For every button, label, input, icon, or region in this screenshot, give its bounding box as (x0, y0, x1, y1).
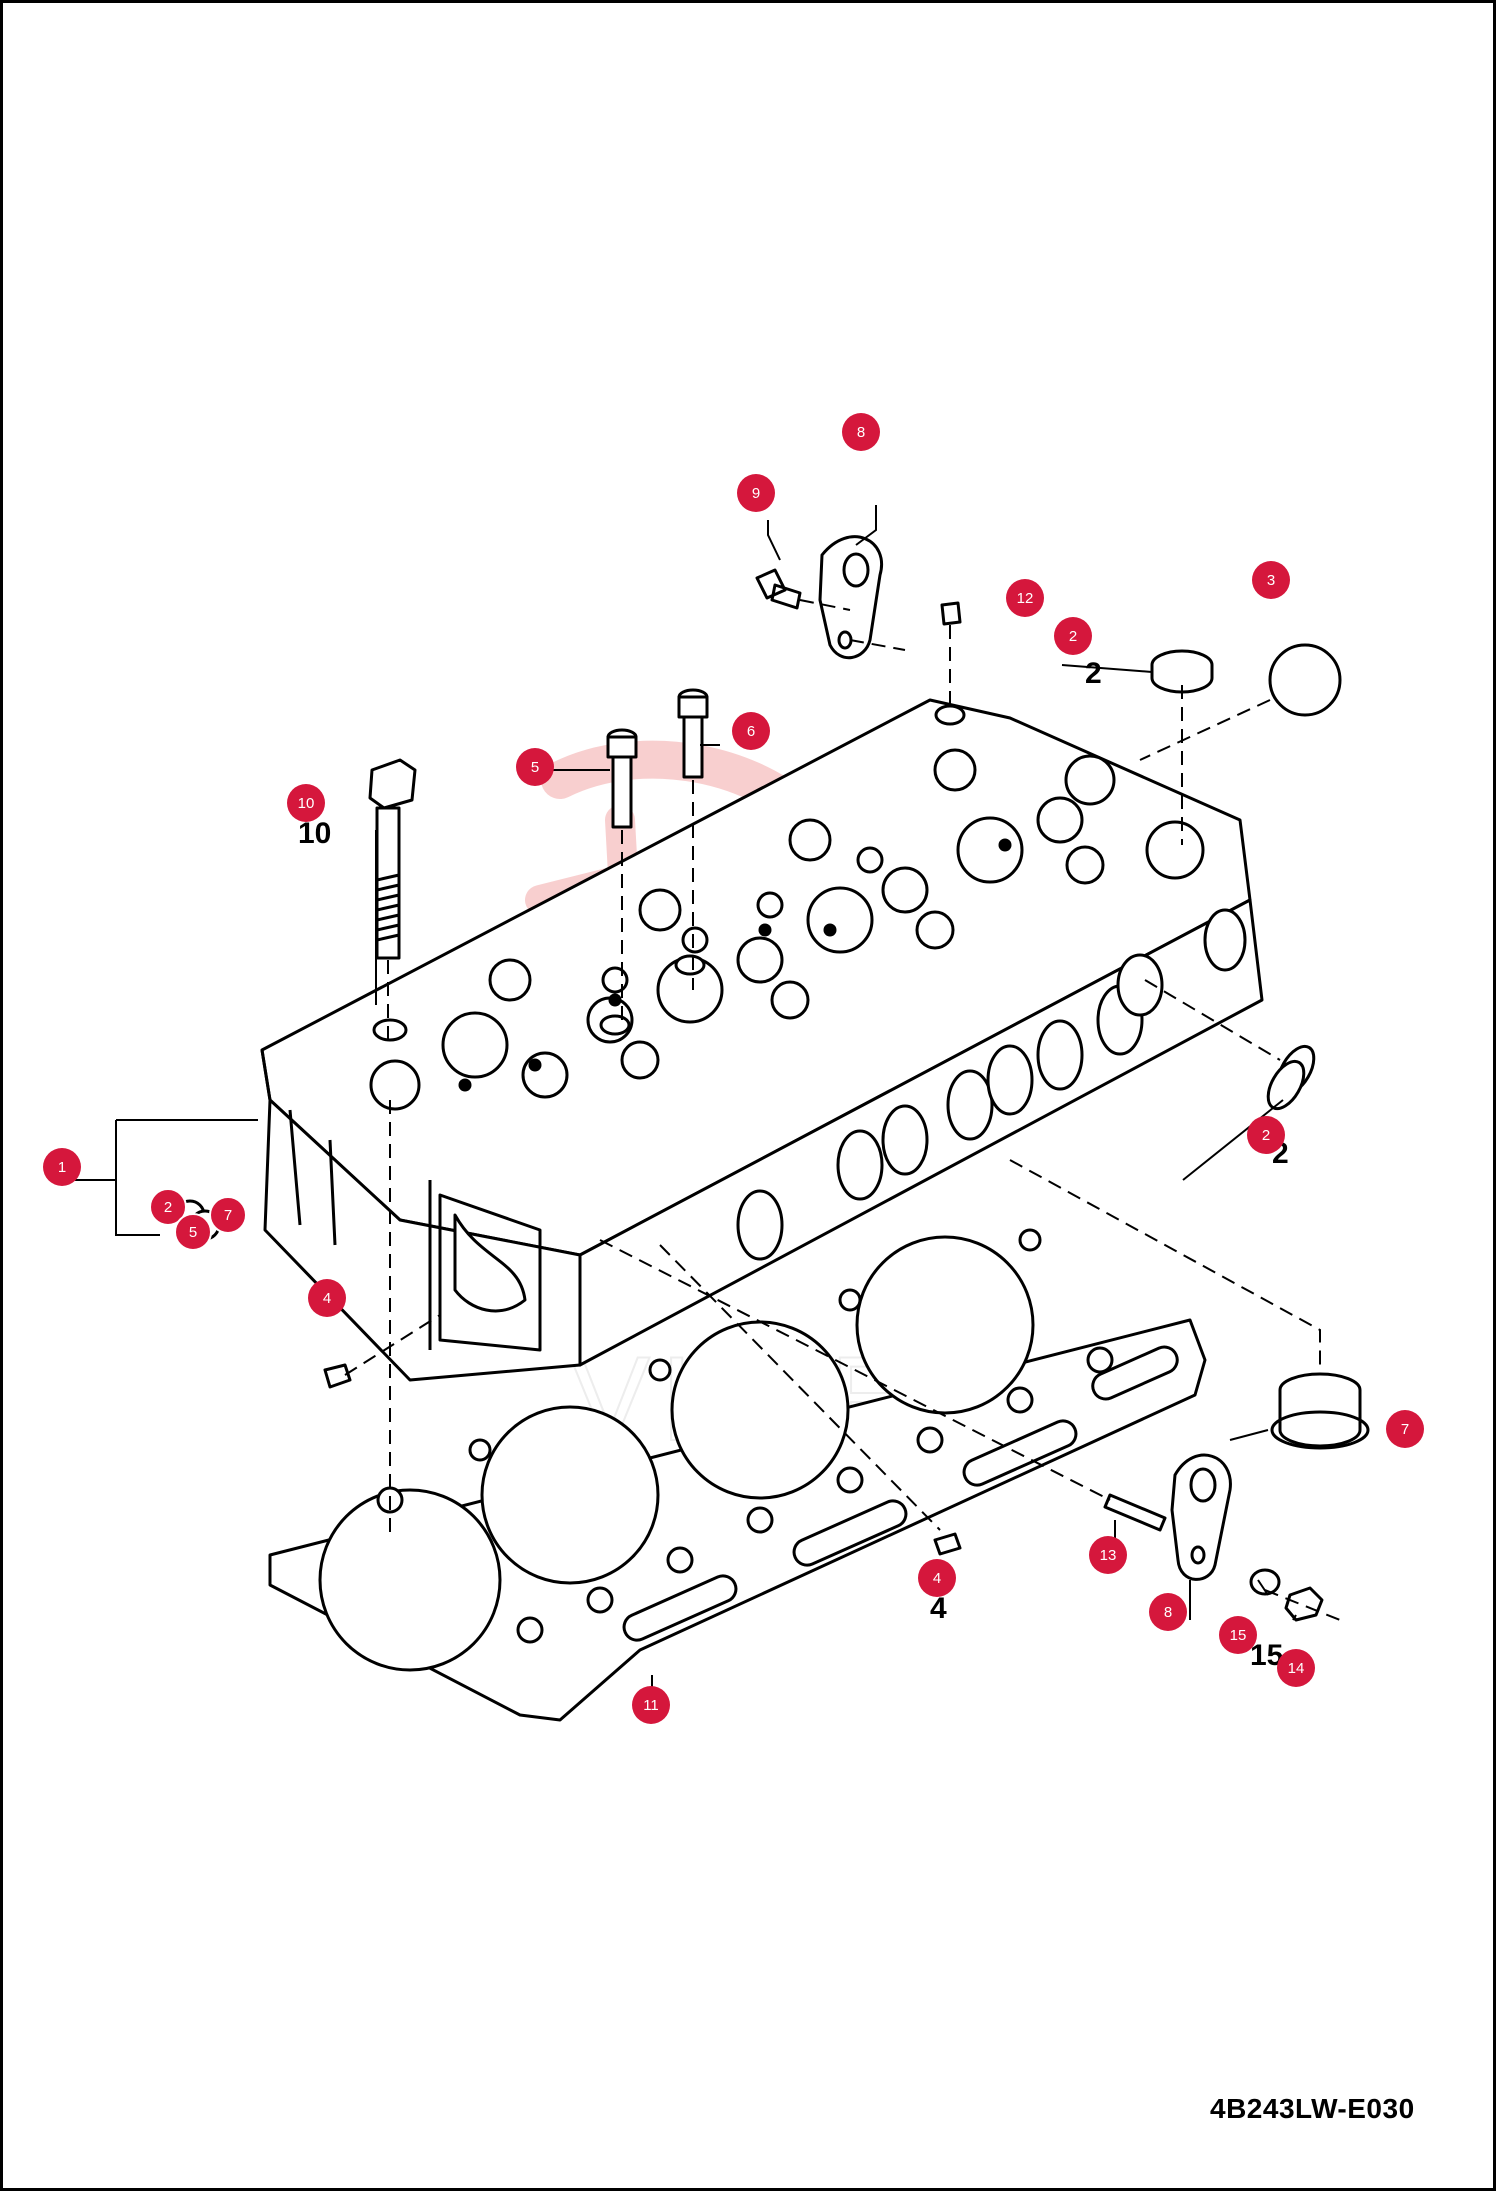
svg-text:7: 7 (224, 1207, 232, 1224)
callout-badge-13[interactable]: 13 (1089, 1536, 1127, 1574)
label-2-top: 2 (1085, 657, 1102, 690)
head-gasket (268, 1228, 1207, 1722)
cylinder-head (260, 698, 1264, 1382)
callout-badge-2-cluster[interactable]: 2 (149, 1188, 187, 1226)
sleeve-2-right (1266, 1044, 1316, 1111)
callout-badge-12[interactable]: 12 (1006, 579, 1044, 617)
svg-text:4: 4 (933, 1570, 941, 1587)
callout-badge-7-cluster[interactable]: 7 (209, 1196, 247, 1234)
washer-15 (1249, 1568, 1281, 1596)
valve-guide-6 (677, 688, 709, 779)
callout-badge-7-right[interactable]: 7 (1386, 1410, 1424, 1448)
nut-14 (1284, 1586, 1324, 1622)
callout-badge-1[interactable]: 1 (43, 1148, 81, 1186)
valve-guide-5 (606, 728, 638, 829)
callout-badge-6[interactable]: 6 (732, 712, 770, 750)
stud-13 (1103, 1493, 1167, 1532)
callout-badge-4-bottom[interactable]: 4 (918, 1559, 956, 1597)
svg-text:7: 7 (1401, 1421, 1409, 1438)
svg-text:2: 2 (1262, 1127, 1270, 1144)
callout-badge-5-cluster[interactable]: 5 (174, 1213, 212, 1251)
svg-text:5: 5 (189, 1224, 197, 1241)
label-4-bottom: 4 (930, 1592, 947, 1625)
svg-text:2: 2 (164, 1199, 172, 1216)
svg-text:1: 1 (58, 1159, 66, 1176)
callout-badge-15[interactable]: 15 (1219, 1616, 1257, 1654)
nut-4-bottom (933, 1532, 962, 1556)
sleeve-2-top (1150, 649, 1214, 694)
svg-text:5: 5 (531, 759, 539, 776)
callout-badge-10[interactable]: 10 (287, 784, 325, 822)
svg-text:8: 8 (1164, 1604, 1172, 1621)
svg-text:14: 14 (1288, 1660, 1305, 1677)
svg-text:4: 4 (323, 1290, 331, 1307)
svg-text:15: 15 (1230, 1627, 1247, 1644)
callout-number-labels: 10 2 2 4 15 (298, 657, 1289, 1672)
callout-badge-4-left[interactable]: 4 (308, 1279, 346, 1317)
svg-text:10: 10 (298, 795, 315, 812)
drawing-code: 4B243LW-E030 (1210, 2093, 1415, 2124)
svg-text:6: 6 (747, 723, 755, 740)
callout-badge-3[interactable]: 3 (1252, 561, 1290, 599)
nut-4-left (323, 1363, 352, 1389)
bracket-bolt (755, 568, 802, 610)
svg-text:2: 2 (1069, 628, 1077, 645)
callout-badge-8-top[interactable]: 8 (842, 413, 880, 451)
callout-badge-9[interactable]: 9 (737, 474, 775, 512)
cap-3 (1268, 643, 1342, 717)
callout-badge-5[interactable]: 5 (516, 748, 554, 786)
svg-text:11: 11 (643, 1697, 659, 1714)
svg-text:13: 13 (1100, 1547, 1117, 1564)
svg-text:12: 12 (1017, 590, 1034, 607)
callout-badges[interactable]: 1 2 5 7 4 10 5 6 9 8 12 2 3 2 7 13 4 8 1… (43, 413, 1424, 1724)
small-parts (174, 535, 1370, 1622)
plug-7-right (1270, 1372, 1370, 1450)
callout-badge-2-top[interactable]: 2 (1054, 617, 1092, 655)
leader-lines (75, 505, 1297, 1700)
dashed-guides (344, 599, 1341, 1621)
svg-text:8: 8 (857, 424, 865, 441)
callout-badge-11[interactable]: 11 (632, 1686, 670, 1724)
svg-text:3: 3 (1267, 572, 1275, 589)
svg-text:9: 9 (752, 485, 760, 502)
callout-badge-8-bottom[interactable]: 8 (1149, 1593, 1187, 1631)
label-10: 10 (298, 817, 331, 850)
small-plug-12 (940, 601, 962, 626)
callout-badge-2-right[interactable]: 2 (1247, 1116, 1285, 1154)
callout-badge-14[interactable]: 14 (1277, 1649, 1315, 1687)
